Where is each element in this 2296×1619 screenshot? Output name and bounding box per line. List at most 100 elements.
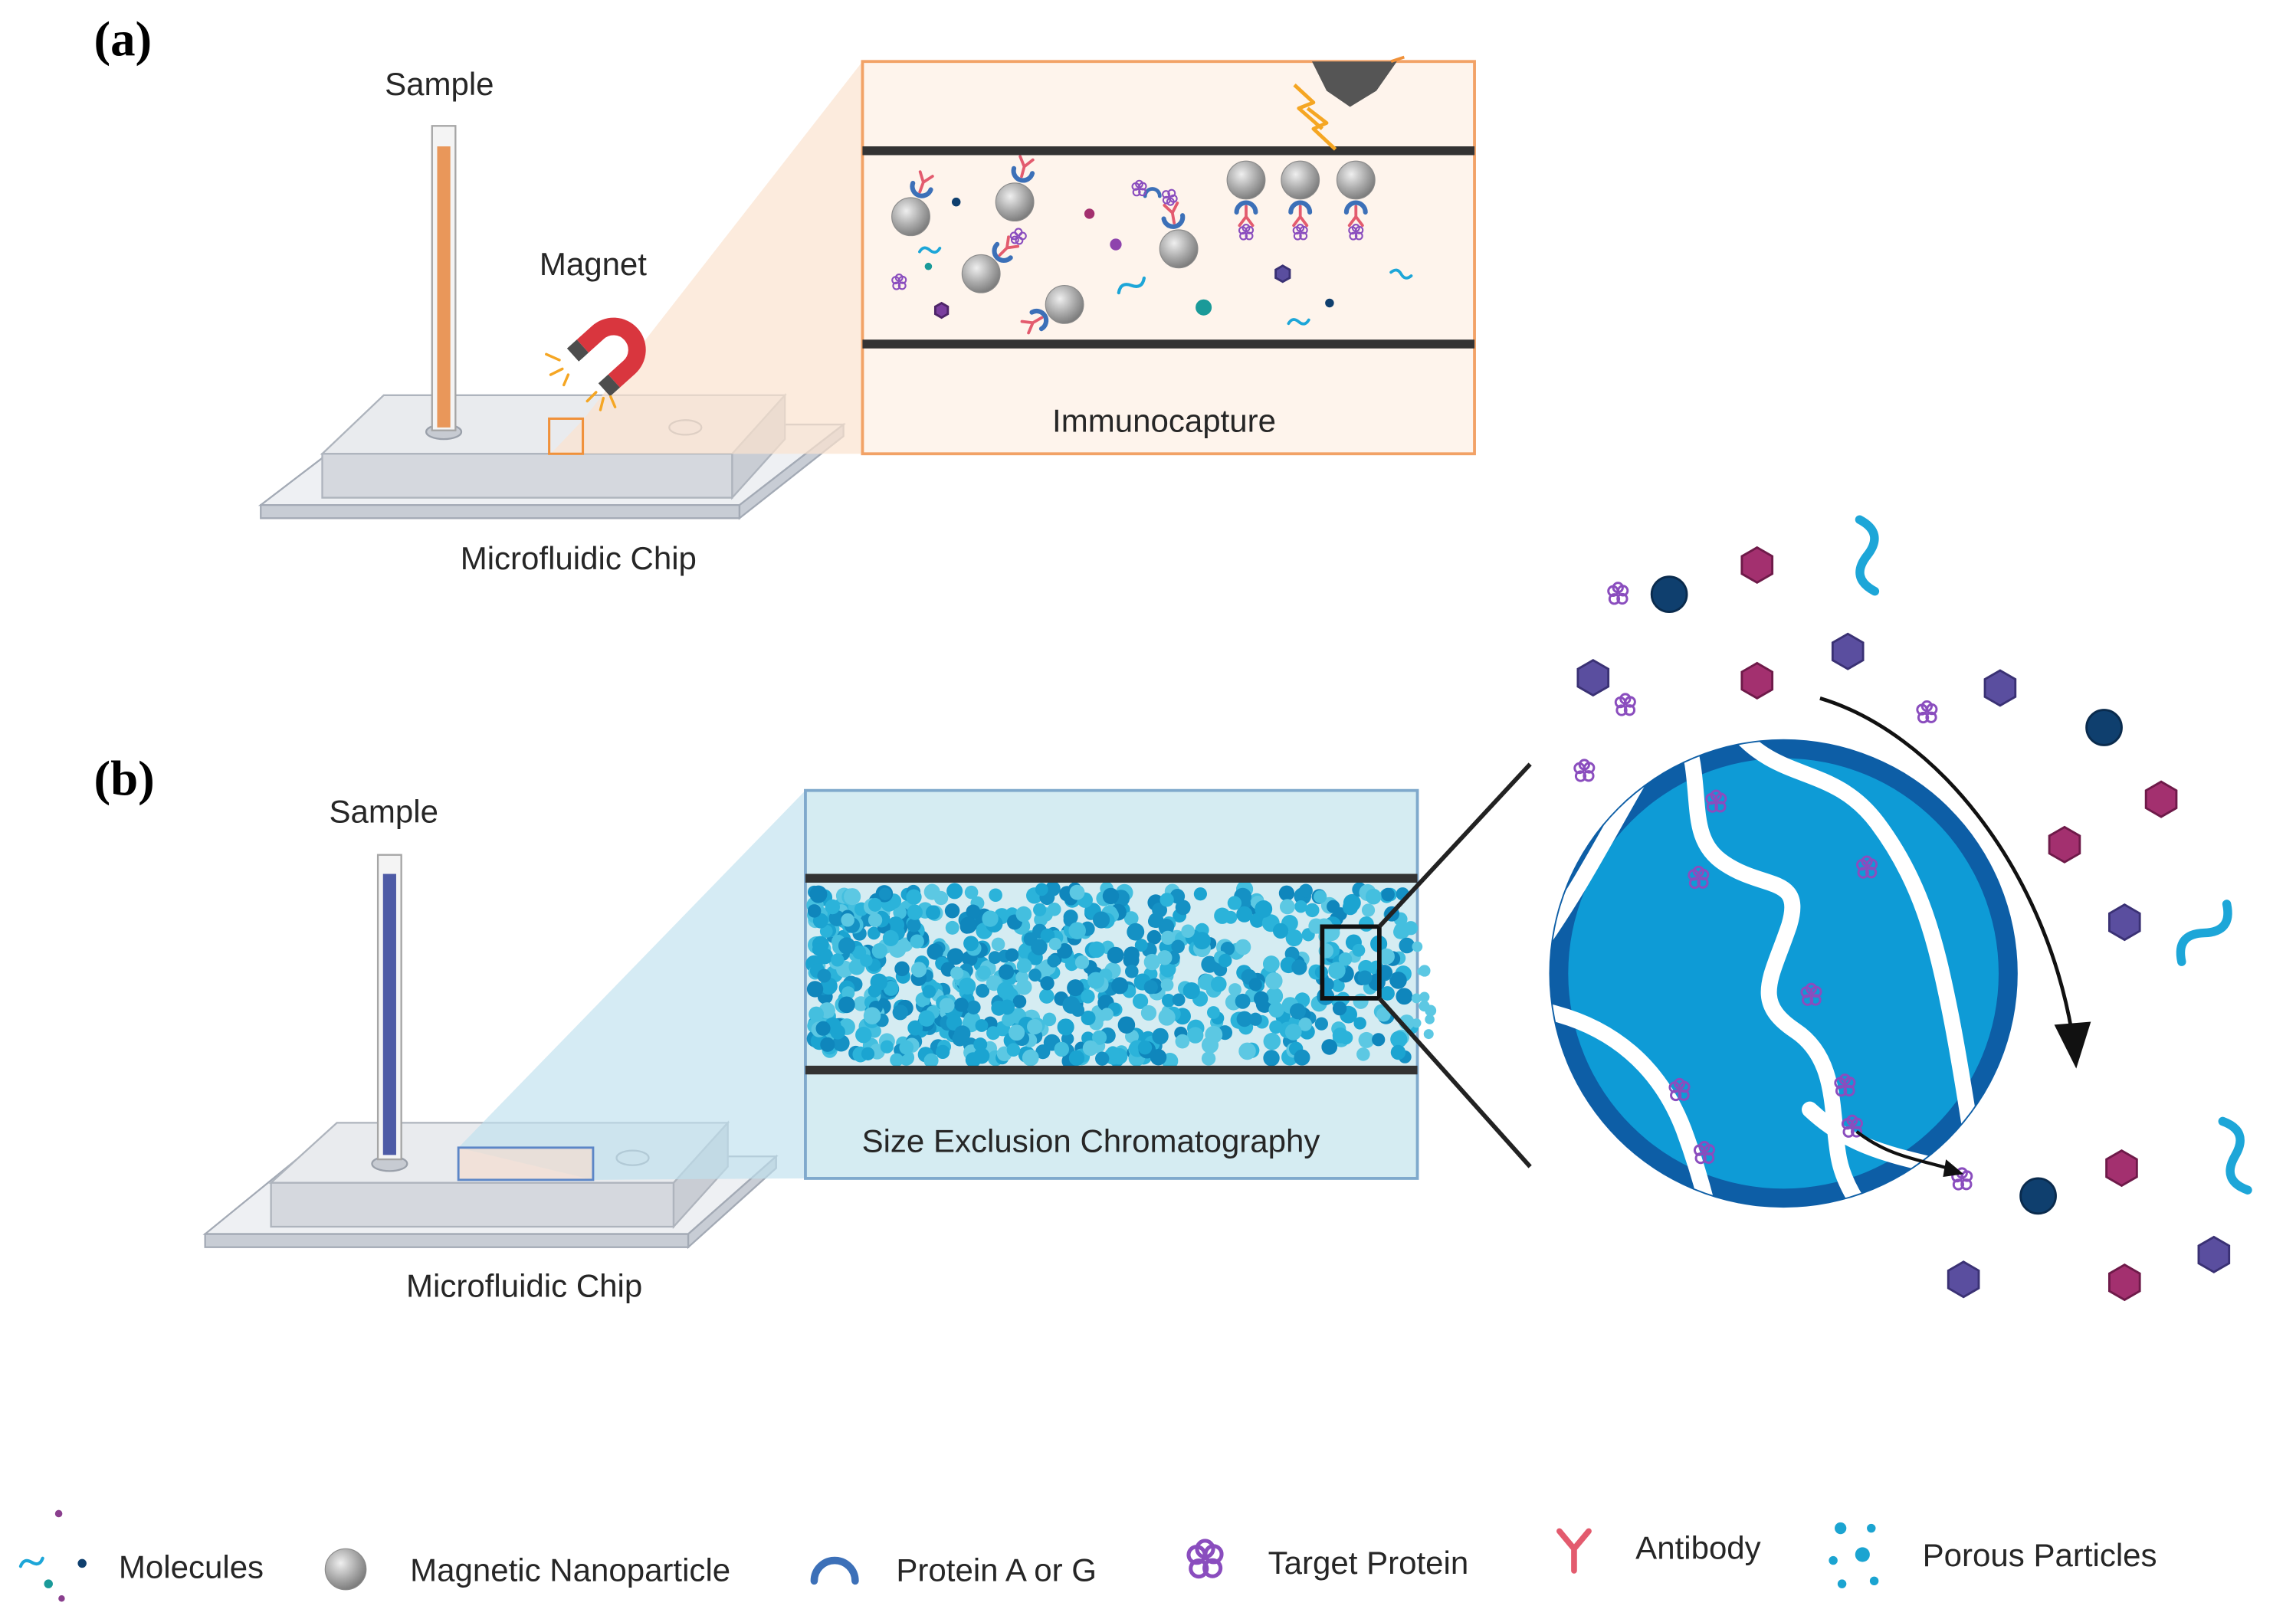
panel-b-label: (b) — [93, 751, 154, 806]
target-protein-loop — [1842, 1126, 1855, 1138]
magnet-icon — [545, 317, 646, 411]
porous-particle — [1061, 1032, 1074, 1045]
porous-particle — [1125, 965, 1139, 978]
magnet-pole — [566, 339, 589, 362]
target-protein — [1916, 700, 1938, 724]
molecule-magenta-hexagon — [2105, 1149, 2138, 1188]
porous-particle — [1294, 900, 1307, 913]
target-protein-loop — [894, 273, 904, 282]
porous-particle — [966, 1000, 981, 1014]
target-protein-loop — [1917, 711, 1930, 724]
conjugate-stack — [1011, 155, 1035, 183]
porous-particle — [1081, 1011, 1096, 1026]
porous-particle — [880, 1040, 894, 1054]
porous-particle — [863, 1007, 881, 1024]
porous-particle — [883, 981, 899, 996]
magnify-connector-top — [1377, 762, 1532, 929]
porous-particle — [1835, 1522, 1847, 1535]
molecule-purple-hexagon — [1947, 1260, 1980, 1299]
sec-inset: Size Exclusion Chromatography — [804, 788, 1437, 1180]
porous-particle — [841, 913, 854, 927]
magnetic-nanoparticle — [324, 1548, 367, 1591]
molecule-purple-hexagon — [1576, 658, 1610, 697]
porous-particle — [1092, 911, 1110, 929]
target-protein-loop — [1574, 770, 1587, 782]
magnet-label: Magnet — [540, 246, 647, 282]
porous-particle — [1132, 993, 1149, 1009]
protein-a-or-g — [1161, 213, 1186, 229]
molecule-dot — [54, 1509, 63, 1518]
porous-particle — [1012, 995, 1027, 1008]
porous-particle — [1082, 1040, 1099, 1057]
porous-particle — [1269, 1020, 1283, 1034]
porous-particle — [910, 934, 924, 949]
porous-particle — [1411, 993, 1422, 1004]
porous-particle — [950, 966, 964, 980]
porous-particle — [966, 904, 981, 919]
target-protein — [1292, 224, 1308, 241]
porous-particle — [1353, 1017, 1366, 1030]
target-protein-loop — [1925, 711, 1937, 723]
porous-particle — [1009, 1024, 1025, 1041]
porous-particle — [1284, 1024, 1302, 1041]
porous-particle — [841, 986, 855, 1000]
magnet-spark — [585, 391, 598, 403]
zoom-projection — [458, 790, 805, 1180]
antibody — [1347, 205, 1364, 228]
protein-a-or-g — [992, 241, 1013, 263]
porous-particle — [892, 1005, 908, 1021]
elution-arrow — [1819, 696, 2074, 1033]
target-protein-loop — [1241, 224, 1251, 232]
porous-particle — [1235, 939, 1251, 955]
porous-particle — [1829, 1555, 1838, 1565]
porous-particle — [1396, 988, 1413, 1005]
target-protein-loop — [1805, 982, 1818, 995]
porous-particle — [1338, 952, 1353, 966]
porous-particle — [1069, 884, 1085, 900]
porous-particle — [939, 998, 955, 1014]
porous-particle-zoom — [1549, 739, 2018, 1208]
porous-particle — [988, 951, 1002, 965]
target-protein-loop — [1960, 1178, 1973, 1191]
target-protein-loop — [1857, 867, 1869, 879]
protein-a-or-g — [1011, 166, 1035, 183]
porous-particle — [1193, 887, 1207, 901]
porous-particle — [1193, 932, 1211, 950]
porous-particles-icon — [1829, 1522, 1879, 1588]
inset-b-particles — [805, 880, 1437, 1070]
antibody — [1018, 155, 1035, 179]
porous-particle — [1172, 993, 1186, 1007]
target-protein — [1705, 789, 1727, 813]
porous-particle — [1352, 943, 1366, 957]
target-protein-loop — [1167, 188, 1176, 198]
porous-particle — [1092, 1030, 1107, 1045]
pore-target-proteins — [1668, 789, 1973, 1191]
nanoparticle-conjugate — [1226, 160, 1266, 241]
porous-particle — [946, 948, 964, 965]
porous-particle — [1123, 911, 1139, 926]
panel-a: (a) Sample Magnet Microfluidic Chip — [93, 12, 1476, 576]
target-protein — [1131, 179, 1147, 197]
porous-particle — [1106, 1046, 1120, 1060]
nanoparticle-conjugate — [961, 228, 1027, 293]
porous-particle — [1015, 971, 1029, 985]
porous-particle — [1253, 991, 1269, 1007]
porous-particle — [1027, 1018, 1043, 1035]
molecule-squiggle — [1855, 515, 1880, 596]
target-protein-loop — [1202, 1558, 1223, 1578]
molecule-purple-hexagon — [2197, 1235, 2231, 1273]
target-protein-loop — [1018, 231, 1027, 241]
porous-particle — [1081, 989, 1095, 1004]
magnet-spark — [599, 396, 605, 411]
immunocapture-inset: Immunocapture — [861, 55, 1476, 456]
magnetic-nanoparticle-icon — [324, 1548, 367, 1591]
porous-particle — [1255, 900, 1273, 918]
porous-particle — [1353, 993, 1369, 1009]
legend-label-magnetic-nanoparticle: Magnetic Nanoparticle — [410, 1552, 730, 1588]
porous-particle — [1321, 1039, 1338, 1055]
nanoparticle-conjugate — [1159, 188, 1199, 269]
detector-body — [1311, 61, 1397, 107]
magnetic-nanoparticle — [1226, 160, 1266, 200]
porous-particle — [1332, 1001, 1347, 1016]
protein-a-or-g — [1029, 308, 1049, 332]
